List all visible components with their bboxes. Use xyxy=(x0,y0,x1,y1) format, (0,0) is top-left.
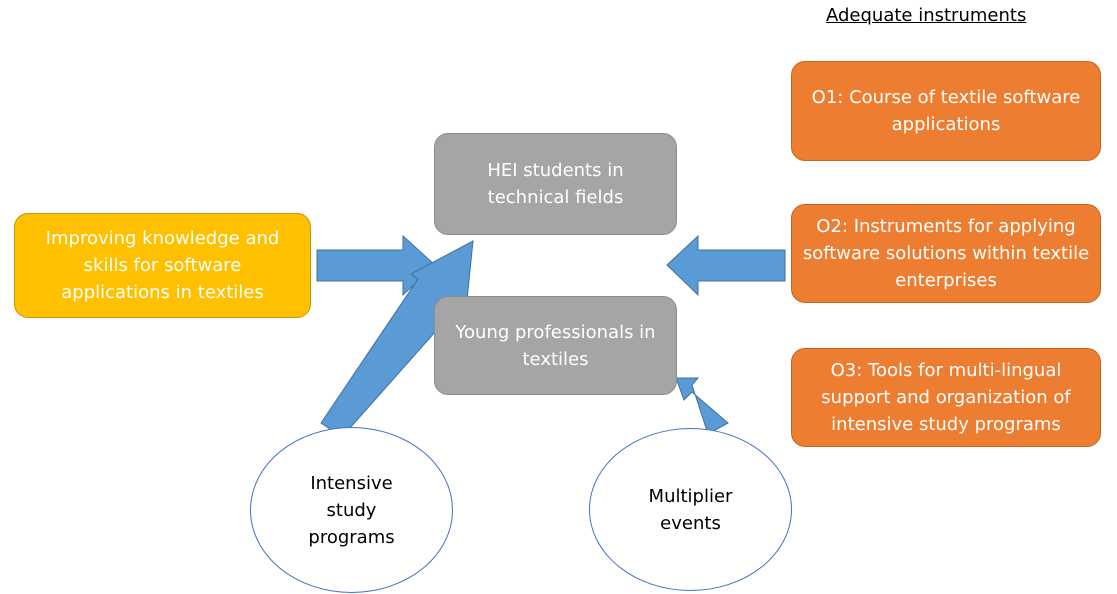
goal-box: Improving knowledge and skills for softw… xyxy=(14,213,311,318)
instrument-o2-box: O2: Instruments for applying software so… xyxy=(791,204,1101,303)
instrument-o3-label: O3: Tools for multi-lingual support and … xyxy=(821,360,1071,435)
young-professionals-label: Young professionals in textiles xyxy=(455,321,656,370)
instrument-o1-label: O1: Course of textile software applicati… xyxy=(811,87,1081,135)
hei-students-label: HEI students in technical fields xyxy=(487,160,624,208)
adequate-instruments-heading: Adequate instruments xyxy=(826,5,1027,26)
arrow-diagonal-intensive xyxy=(320,240,474,438)
arrow-left-o2 xyxy=(666,234,786,297)
instrument-o2-label: O2: Instruments for applying software so… xyxy=(802,216,1090,291)
arrow-diagonal-multiplier xyxy=(675,377,729,435)
multiplier-events-label: Multiplier events xyxy=(648,485,733,534)
intensive-study-ellipse: Intensive study programs xyxy=(250,427,453,593)
instrument-o1-box: O1: Course of textile software applicati… xyxy=(791,61,1101,161)
young-professionals-box: Young professionals in textiles xyxy=(434,296,677,395)
intensive-study-label: Intensive study programs xyxy=(308,472,395,548)
multiplier-events-ellipse: Multiplier events xyxy=(589,428,792,591)
instrument-o3-box: O3: Tools for multi-lingual support and … xyxy=(791,348,1101,447)
hei-students-box: HEI students in technical fields xyxy=(434,133,677,235)
goal-label: Improving knowledge and skills for softw… xyxy=(45,228,280,303)
